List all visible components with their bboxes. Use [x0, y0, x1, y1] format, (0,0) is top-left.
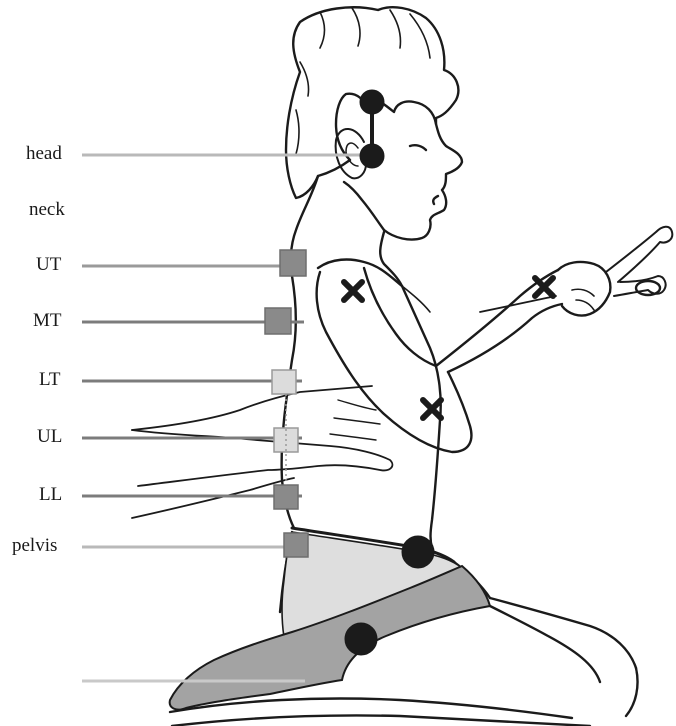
- label-ut: UT: [36, 255, 61, 274]
- label-ll: LL: [39, 485, 62, 504]
- far-fingers: [330, 400, 380, 440]
- knee-dot: [345, 623, 377, 655]
- forearm-lower: [448, 304, 562, 372]
- marker-ut: [280, 250, 306, 276]
- marker-lt: [272, 370, 296, 394]
- ear-dot: [360, 144, 384, 168]
- upper-arm: [317, 272, 472, 452]
- shoulder-cross: [344, 282, 362, 300]
- hand: [558, 262, 610, 316]
- fingers: [572, 289, 594, 310]
- shirt-collar: [402, 286, 430, 312]
- label-mt: MT: [33, 311, 62, 330]
- segment-markers: [82, 155, 372, 557]
- label-head: head: [26, 144, 62, 163]
- jaw: [344, 182, 384, 230]
- seat-edge: [172, 715, 590, 726]
- garments: [170, 532, 490, 710]
- head-top-dot: [360, 90, 384, 114]
- elbow-cross: [423, 400, 441, 418]
- handle: [606, 227, 672, 296]
- hip-dot: [402, 536, 434, 568]
- seat-front: [490, 606, 600, 682]
- marker-ll: [274, 485, 298, 509]
- marker-mt: [265, 308, 291, 334]
- label-pelvis: pelvis: [12, 536, 57, 555]
- mouth: [433, 196, 438, 204]
- wrist-cross: [535, 278, 553, 296]
- marker-pelvis: [284, 533, 308, 557]
- knee: [626, 668, 638, 716]
- label-lt: LT: [39, 370, 60, 389]
- hair-strands: [296, 8, 430, 154]
- thigh-top: [490, 598, 636, 668]
- far-arm: [132, 386, 372, 430]
- eye: [410, 145, 426, 150]
- handle-cap: [636, 281, 660, 295]
- label-ul: UL: [37, 427, 62, 446]
- label-neck: neck: [29, 200, 65, 219]
- face-profile: [384, 124, 462, 240]
